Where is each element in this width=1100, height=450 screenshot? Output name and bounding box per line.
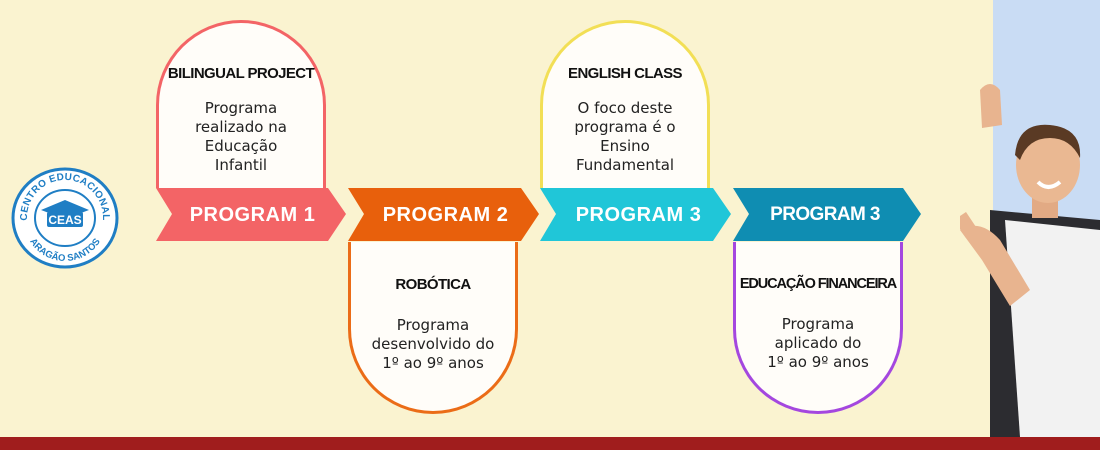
card-bilingual-project: BILINGUAL PROJECT Programa realizado na … bbox=[156, 20, 326, 188]
card-description: Programa aplicado do 1º ao 9º anos bbox=[736, 315, 900, 372]
card-title: ROBÓTICA bbox=[395, 276, 471, 293]
card-title: EDUCAÇÃO FINANCEIRA bbox=[739, 276, 897, 292]
card-description: Programa realizado na Educação Infantil bbox=[159, 99, 323, 175]
card-text-line: aplicado do bbox=[774, 334, 862, 352]
card-description: O foco deste programa é o Ensino Fundame… bbox=[543, 99, 707, 175]
card-text-line: 1º ao 9º anos bbox=[767, 353, 869, 371]
program-1-arrow bbox=[156, 188, 346, 241]
card-text-line: programa é o bbox=[574, 118, 676, 136]
student-photo bbox=[960, 84, 1100, 437]
ceas-logo: CENTRO EDUCACIONAL ARAGÃO SANTOS CEAS bbox=[11, 167, 119, 269]
card-title: BILINGUAL PROJECT bbox=[167, 65, 315, 82]
card-text-line: desenvolvido do bbox=[371, 335, 495, 353]
card-text-line: Ensino bbox=[600, 137, 650, 155]
card-text-line: Programa bbox=[204, 99, 278, 117]
bottom-bar bbox=[0, 437, 1100, 450]
card-text-line: Programa bbox=[781, 315, 855, 333]
program-1-label: PROGRAM 1 bbox=[189, 204, 316, 226]
logo-acronym: CEAS bbox=[48, 213, 81, 227]
card-text-line: O foco deste bbox=[577, 99, 673, 117]
card-text-line: Educação bbox=[204, 137, 278, 155]
card-title: ENGLISH CLASS bbox=[568, 65, 682, 82]
card-english-class: ENGLISH CLASS O foco deste programa é o … bbox=[540, 20, 710, 188]
program-4-label: PROGRAM 3 bbox=[770, 204, 880, 225]
card-robotica: ROBÓTICA Programa desenvolvido do 1º ao … bbox=[348, 242, 518, 414]
program-3-arrow bbox=[540, 188, 731, 241]
card-text-line: realizado na bbox=[195, 118, 287, 136]
program-4-arrow bbox=[733, 188, 921, 241]
card-description: Programa desenvolvido do 1º ao 9º anos bbox=[351, 316, 515, 373]
card-educacao-financeira: EDUCAÇÃO FINANCEIRA Programa aplicado do… bbox=[733, 242, 903, 414]
program-2-arrow bbox=[348, 188, 539, 241]
card-text-line: Programa bbox=[396, 316, 470, 334]
program-3-label: PROGRAM 3 bbox=[575, 204, 702, 226]
card-text-line: Infantil bbox=[214, 156, 268, 174]
card-text-line: Fundamental bbox=[575, 156, 675, 174]
card-text-line: 1º ao 9º anos bbox=[382, 354, 484, 372]
program-2-label: PROGRAM 2 bbox=[382, 204, 509, 226]
